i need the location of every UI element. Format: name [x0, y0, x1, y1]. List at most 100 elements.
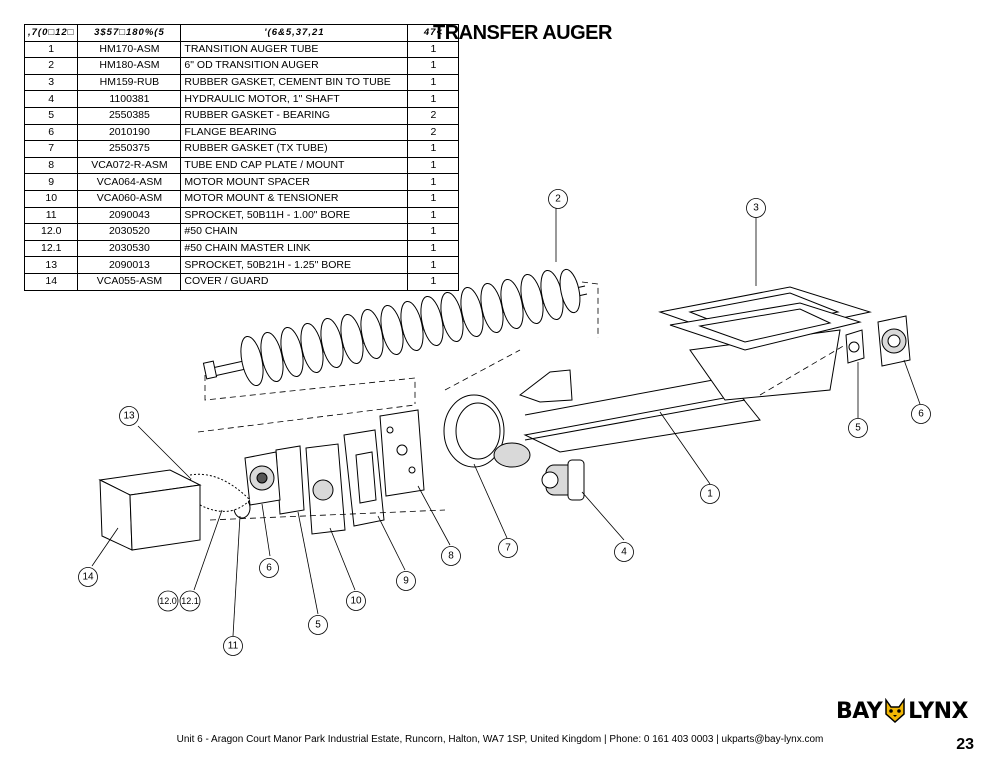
cell-part-number: 2030530 [77, 239, 182, 258]
cell-description: FLANGE BEARING [180, 123, 409, 142]
svg-text:2: 2 [555, 194, 561, 205]
bay-lynx-logo: BAY LYNX [836, 698, 969, 724]
callout-9: 9 [396, 571, 416, 591]
cell-part-number: HM170-ASM [77, 40, 182, 59]
svg-text:9: 9 [403, 576, 409, 587]
callout-6-right: 6 [911, 404, 931, 424]
svg-text:5: 5 [855, 423, 861, 434]
callout-14: 14 [78, 567, 98, 587]
cell-qty: 1 [407, 189, 460, 208]
callout-12-0: 12.0 [157, 590, 179, 612]
flange-bearing-right [877, 315, 911, 367]
svg-text:3: 3 [753, 203, 759, 214]
cell-item-no: 6 [23, 123, 79, 142]
cell-description: RUBBER GASKET, CEMENT BIN TO TUBE [180, 73, 409, 92]
callout-2: 2 [548, 189, 568, 209]
cell-description: RUBBER GASKET (TX TUBE) [180, 140, 409, 158]
svg-text:6: 6 [918, 409, 924, 420]
tube-gasket [443, 394, 505, 468]
cell-qty: 1 [407, 206, 460, 225]
cell-qty: 1 [407, 140, 460, 158]
cell-item-no: 4 [23, 90, 79, 108]
cell-part-number: VCA064-ASM [77, 173, 182, 191]
header-description: '(6&5,37,21 [180, 24, 409, 42]
cell-qty: 1 [407, 223, 460, 241]
cell-item-no: 2 [23, 57, 79, 75]
cell-description: COVER / GUARD [180, 272, 409, 291]
callout-8: 8 [441, 546, 461, 566]
cell-item-no: 13 [23, 256, 79, 274]
tube-end [444, 349, 531, 468]
logo-text-left: BAY [836, 698, 883, 724]
cell-description: TUBE END CAP PLATE / MOUNT [180, 156, 409, 175]
cell-part-number: VCA055-ASM [77, 272, 182, 291]
svg-text:8: 8 [448, 551, 454, 562]
cell-item-no: 7 [23, 140, 79, 158]
callout-1: 1 [700, 484, 720, 504]
flange-bearing-left [244, 451, 281, 506]
cell-qty: 1 [407, 156, 460, 175]
cell-item-no: 8 [23, 156, 79, 175]
transition-auger-tube [518, 329, 841, 453]
svg-text:10: 10 [350, 596, 362, 607]
cell-item-no: 12.0 [23, 223, 79, 241]
callout-5-right: 5 [848, 418, 868, 438]
cell-qty: 1 [407, 57, 460, 75]
cell-qty: 1 [407, 256, 460, 274]
cover-guard [98, 469, 202, 551]
callout-5-left: 5 [308, 615, 328, 635]
cell-part-number: 2090013 [77, 256, 182, 274]
cell-item-no: 3 [23, 73, 79, 92]
cell-description: SPROCKET, 50B21H - 1.25" BORE [180, 256, 409, 274]
svg-text:13: 13 [123, 411, 135, 422]
cell-item-no: 5 [23, 106, 79, 125]
callout-10: 10 [346, 591, 366, 611]
page-title: TRANSFER AUGER [433, 22, 612, 44]
callout-7: 7 [498, 538, 518, 558]
page-number: 23 [956, 736, 974, 753]
cell-item-no: 14 [23, 272, 79, 291]
svg-text:14: 14 [82, 572, 94, 583]
end-cap-plate [379, 409, 425, 497]
motor-mount-spacer [343, 429, 385, 527]
footer-address: Unit 6 - Aragon Court Manor Park Industr… [176, 734, 824, 745]
cell-qty: 1 [407, 173, 460, 191]
callout-12-1: 12.1 [179, 590, 201, 612]
cell-qty: 1 [407, 239, 460, 258]
cell-item-no: 1 [23, 40, 79, 59]
cell-description: MOTOR MOUNT SPACER [180, 173, 409, 191]
cell-description: TRANSITION AUGER TUBE [180, 40, 409, 59]
svg-text:4: 4 [621, 547, 627, 558]
cell-part-number: VCA072-R-ASM [77, 156, 182, 175]
cell-qty: 1 [407, 73, 460, 92]
cell-part-number: VCA060-ASM [77, 189, 182, 208]
cell-qty: 2 [407, 106, 460, 125]
cell-part-number: HM159-RUB [77, 73, 182, 92]
svg-text:12.0: 12.0 [159, 596, 177, 606]
cell-qty: 2 [407, 123, 460, 142]
motor-mount-tensioner [305, 443, 346, 535]
svg-text:11: 11 [228, 641, 239, 652]
cell-part-number: 2550385 [77, 106, 182, 125]
cell-item-no: 9 [23, 173, 79, 191]
callout-6-left: 6 [259, 558, 279, 578]
svg-text:12.1: 12.1 [181, 596, 199, 606]
cell-description: SPROCKET, 50B11H - 1.00" BORE [180, 206, 409, 225]
logo-text-right: LYNX [908, 698, 969, 724]
cell-description: HYDRAULIC MOTOR, 1" SHAFT [180, 90, 409, 108]
cell-part-number: HM180-ASM [77, 57, 182, 75]
cell-item-no: 10 [23, 189, 79, 208]
cell-description: MOTOR MOUNT & TENSIONER [180, 189, 409, 208]
cell-item-no: 12.1 [23, 239, 79, 258]
cell-part-number: 1100381 [77, 90, 182, 108]
